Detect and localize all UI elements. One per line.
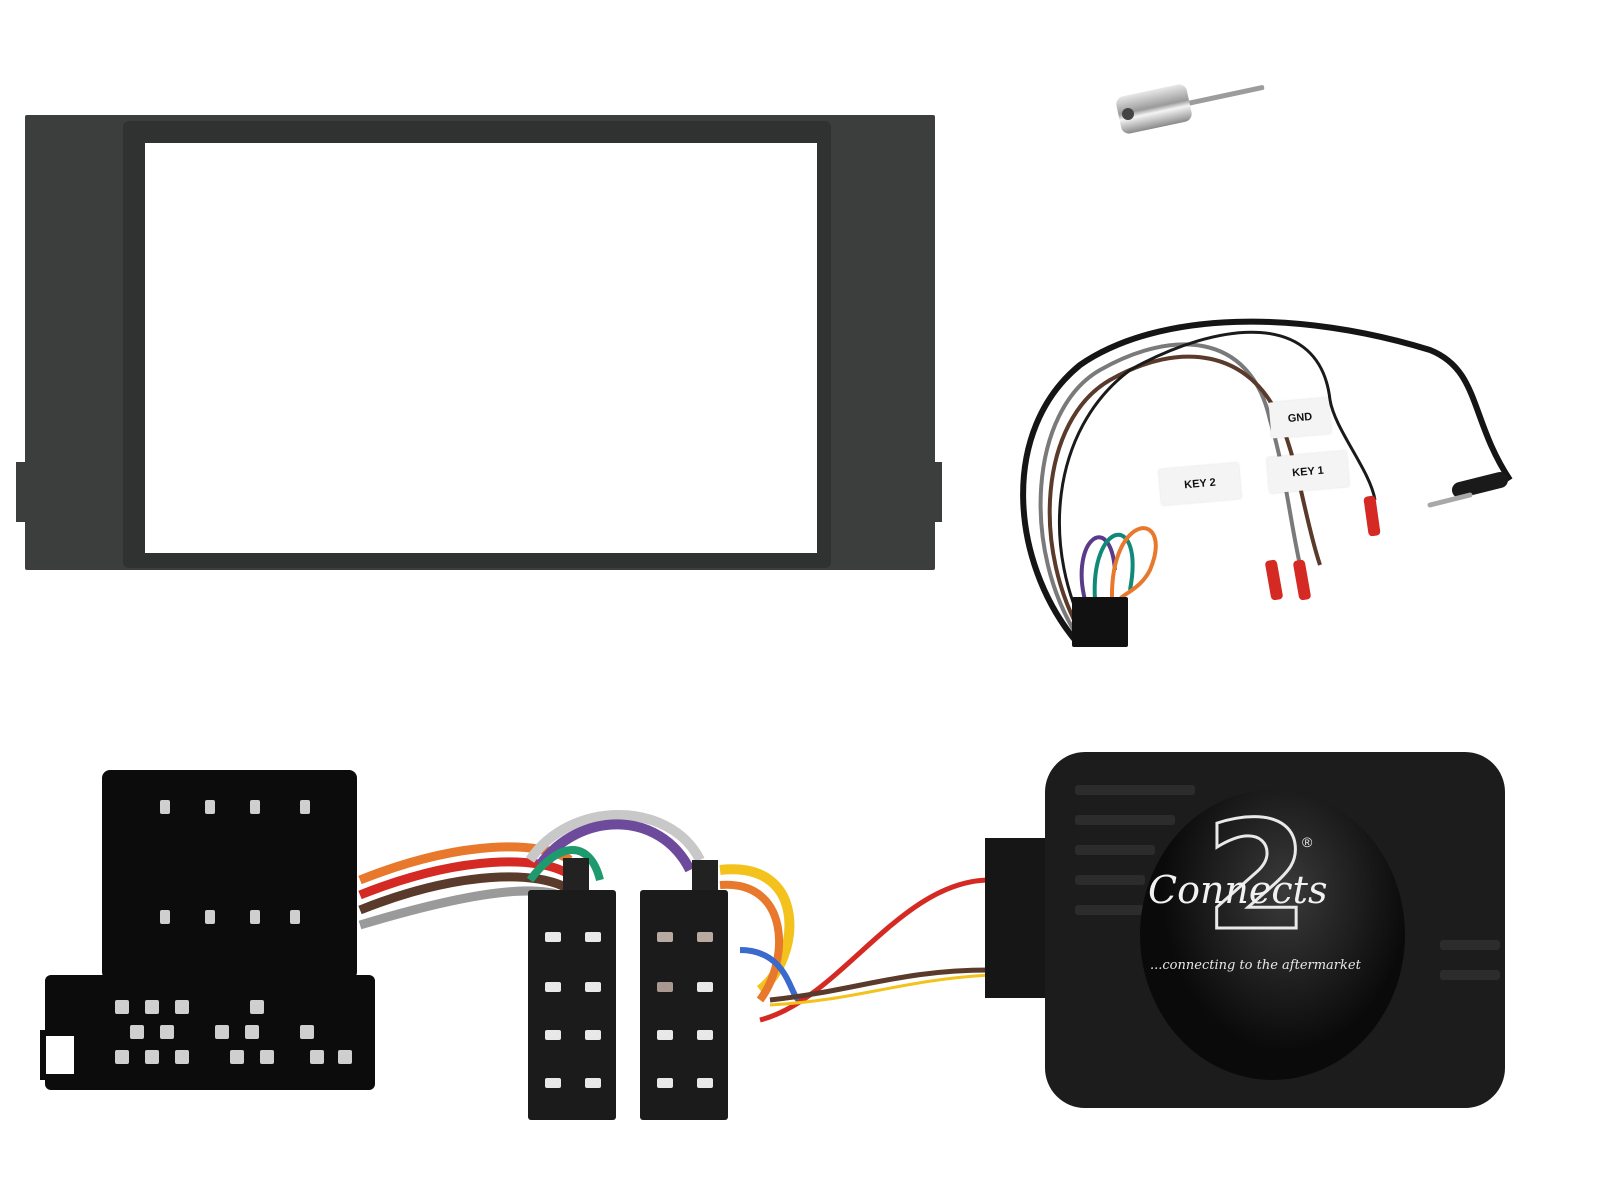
vent-slot <box>1440 940 1500 950</box>
harness-molex-connector <box>1072 597 1128 647</box>
oem-pin <box>250 910 260 924</box>
brand-tagline: ...connecting to the aftermarket <box>1150 958 1361 973</box>
oem-pin <box>250 800 260 814</box>
label-gnd: GND <box>1268 397 1332 439</box>
iso-pin <box>545 982 561 992</box>
antenna-adapter-pin <box>1185 84 1265 107</box>
iso-pin <box>657 1030 673 1040</box>
oem-pin <box>215 1025 229 1039</box>
oem-pin <box>260 1050 274 1064</box>
iso-pin <box>697 1030 713 1040</box>
oem-pin <box>230 1050 244 1064</box>
oem-pin <box>338 1050 352 1064</box>
iso-pin <box>657 982 673 992</box>
oem-pin <box>160 910 170 924</box>
wiring-loom <box>358 810 991 1023</box>
fascia-side-tab <box>934 462 942 522</box>
oem-pin <box>175 1000 189 1014</box>
iso-connector-right <box>640 890 728 1120</box>
oem-pin <box>115 1050 129 1064</box>
iso-pin <box>545 1030 561 1040</box>
interface-box-plug <box>985 838 1047 998</box>
oem-pin <box>115 1000 129 1014</box>
iso-pin <box>585 982 601 992</box>
oem-pin <box>250 1000 264 1014</box>
label-key-1: KEY 1 <box>1266 450 1350 494</box>
iso-pin <box>697 982 713 992</box>
oem-pin <box>205 800 215 814</box>
label-key-2: KEY 2 <box>1158 462 1242 506</box>
iso-pin <box>657 1078 673 1088</box>
antenna-adapter-socket <box>1122 108 1134 120</box>
oem-pin <box>130 1025 144 1039</box>
registered-mark: ® <box>1302 834 1313 850</box>
oem-pin <box>290 910 300 924</box>
iso-pin <box>585 1030 601 1040</box>
iso-pin <box>545 932 561 942</box>
fascia-opening <box>145 143 817 553</box>
iso-pin <box>697 932 713 942</box>
brand-logo-numeral: 2 <box>1203 790 1310 964</box>
iso-pin <box>585 1078 601 1088</box>
oem-connector-lower <box>45 975 375 1090</box>
iso-pin <box>545 1078 561 1088</box>
vent-slot <box>1075 785 1195 795</box>
oem-pin <box>145 1050 159 1064</box>
iso-pin <box>585 932 601 942</box>
oem-pin <box>245 1025 259 1039</box>
brand-logo-disc <box>1140 790 1405 1080</box>
iso-connector-left <box>528 890 616 1120</box>
oem-pin <box>160 800 170 814</box>
oem-connector-upper <box>102 770 357 980</box>
oem-pin <box>310 1050 324 1064</box>
vent-slot <box>1075 815 1175 825</box>
iso-pin <box>697 1078 713 1088</box>
vent-slot <box>1075 875 1145 885</box>
oem-pin <box>300 800 310 814</box>
iso-pin <box>657 932 673 942</box>
steering-harness-wires <box>1020 318 1513 642</box>
vent-slot <box>1075 845 1155 855</box>
fascia-side-tab <box>16 462 26 522</box>
oem-pin <box>145 1000 159 1014</box>
oem-pin <box>175 1050 189 1064</box>
oem-pin <box>205 910 215 924</box>
brand-logo-word: Connects <box>1148 868 1328 912</box>
vent-slot <box>1440 970 1500 980</box>
vent-slot <box>1075 905 1145 915</box>
oem-connector-latch <box>40 1030 80 1080</box>
oem-pin <box>300 1025 314 1039</box>
oem-pin <box>160 1025 174 1039</box>
